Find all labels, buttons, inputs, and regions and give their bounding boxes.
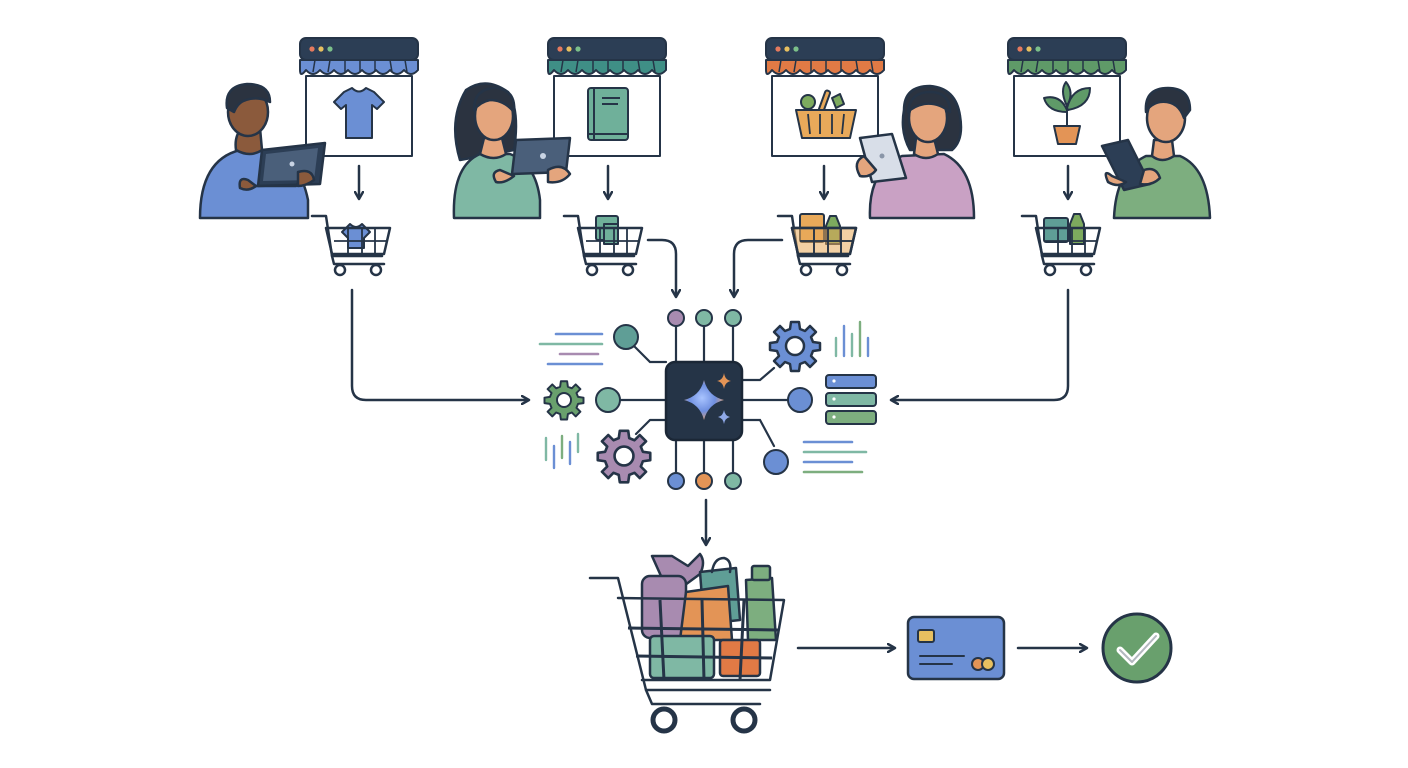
- storefront-3: [765, 37, 885, 157]
- awning-stripes-icon: [1007, 59, 1127, 75]
- person-1: [198, 82, 327, 220]
- storefront-4: [1007, 37, 1127, 157]
- final-shopping-cart-icon: [588, 552, 786, 734]
- shopping-cart-icon: [562, 214, 644, 277]
- data-lines-icon: [538, 332, 868, 474]
- shopper-4-group: [1007, 37, 1212, 277]
- checkmark-circle-icon: [1101, 612, 1173, 684]
- shopping-cart-icon: [310, 214, 392, 277]
- person-4: [1100, 86, 1212, 220]
- grocery-basket-icon: [795, 89, 857, 139]
- shopper-2-group: [452, 37, 667, 277]
- person-2: [452, 82, 572, 220]
- shopper-1-group: [198, 37, 419, 277]
- book-icon: [587, 87, 629, 141]
- potted-plant-icon: [1043, 81, 1091, 145]
- storefront-2: [547, 37, 667, 157]
- shopper-3-group: [765, 37, 976, 277]
- gear-icon: [596, 429, 652, 484]
- person-3: [855, 84, 976, 220]
- awning-stripes-icon: [299, 59, 419, 75]
- storefront-1: [299, 37, 419, 157]
- ai-hub: [538, 309, 877, 490]
- awning-stripes-icon: [547, 59, 667, 75]
- circuit-nodes: [595, 309, 813, 490]
- connector-arrows: [350, 238, 1070, 544]
- credit-card-icon: [906, 615, 1006, 681]
- ai-sparkle-chip-icon: [664, 360, 744, 442]
- gear-icon: [543, 380, 585, 421]
- signal-bars-icon: [544, 320, 870, 470]
- database-stack-icon: [825, 374, 877, 425]
- shopping-cart-icon: [776, 213, 858, 277]
- tshirt-icon: [333, 87, 385, 139]
- shopping-cart-icon: [1020, 213, 1102, 277]
- gear-icon: [768, 320, 822, 373]
- awning-stripes-icon: [765, 59, 885, 75]
